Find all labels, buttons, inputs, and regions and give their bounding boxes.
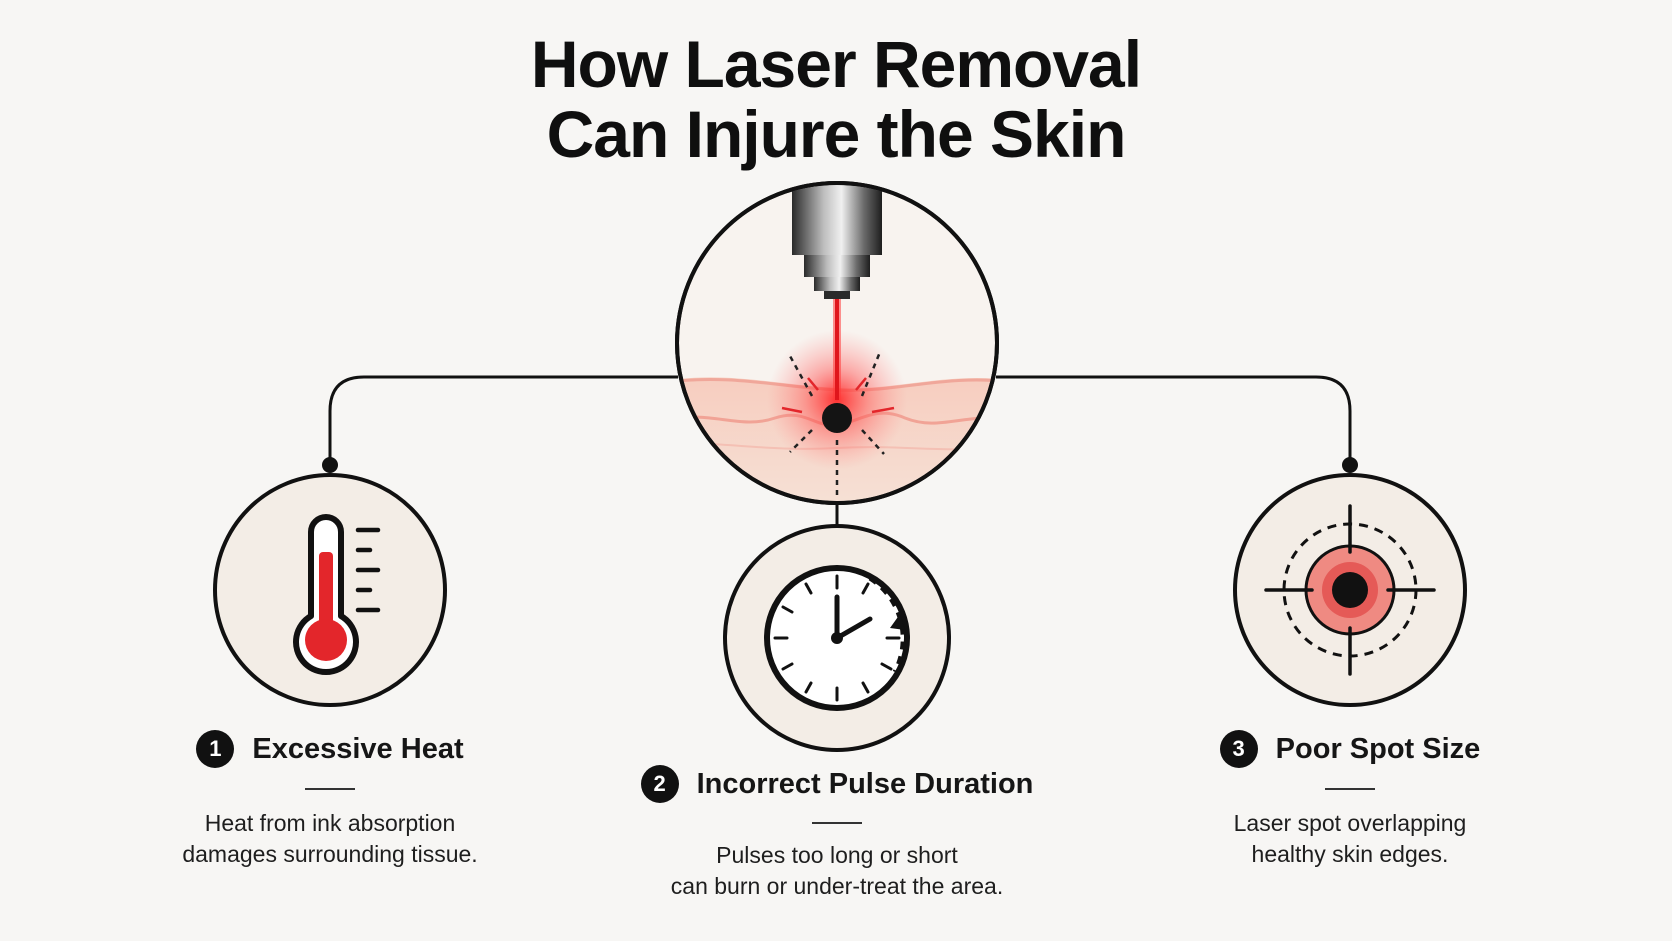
connector-left	[328, 375, 678, 465]
cause-1-divider	[305, 788, 355, 790]
connector-dot-left	[322, 457, 338, 473]
step-number-badge: 2	[640, 765, 679, 803]
thermometer-icon	[213, 473, 447, 707]
connector-right	[996, 375, 1352, 465]
cause-2-heading: 2 Incorrect Pulse Duration	[612, 765, 1062, 803]
clock-icon	[723, 524, 951, 752]
cause-2-description: Pulses too long or short can burn or und…	[670, 842, 1004, 899]
step-number-badge: 3	[1219, 730, 1258, 768]
cause-3-heading: 3 Poor Spot Size	[1190, 730, 1510, 768]
page-title-line-2: Can Injure the Skin	[546, 97, 1127, 171]
step-number-badge: 1	[196, 730, 235, 768]
laser-skin-icon	[675, 181, 999, 505]
cause-1-description: Heat from ink absorption damages surroun…	[182, 810, 478, 867]
cause-3-label: Poor Spot Size	[1275, 732, 1481, 765]
cause-2-divider	[812, 822, 862, 824]
target-icon	[1233, 473, 1467, 707]
page-title-line-1: How Laser Removal	[530, 27, 1142, 101]
cause-3-divider	[1325, 788, 1375, 790]
cause-2-label: Incorrect Pulse Duration	[696, 767, 1034, 800]
cause-1-label: Excessive Heat	[252, 732, 464, 765]
cause-3-description: Laser spot overlapping healthy skin edge…	[1233, 810, 1467, 867]
cause-1-heading: 1 Excessive Heat	[160, 730, 500, 768]
connector-dot-right	[1342, 457, 1358, 473]
